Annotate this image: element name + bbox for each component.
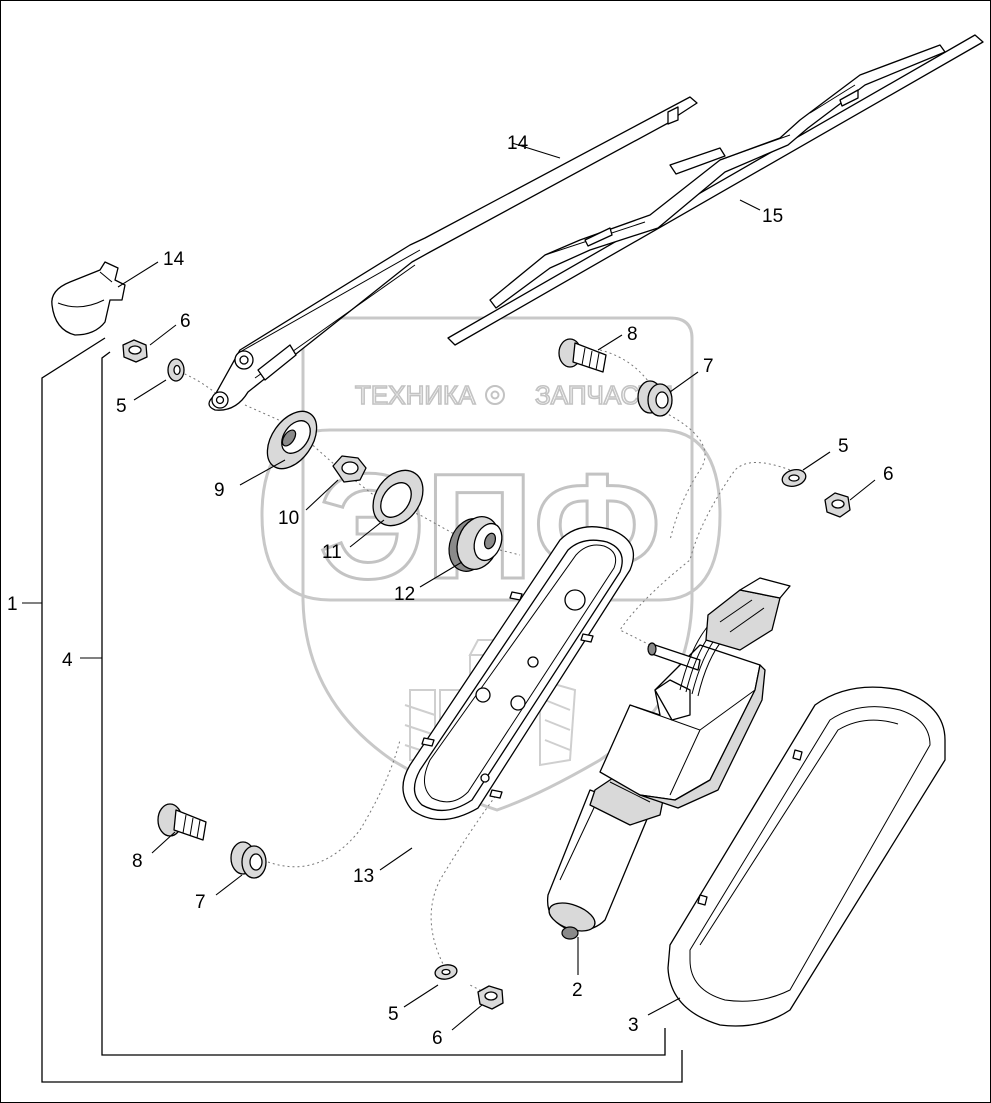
watermark-text-left: ТЕХНИКА <box>355 380 476 410</box>
gear-icon <box>485 385 505 405</box>
bushing-12 <box>448 516 503 572</box>
wiper-motor <box>546 577 791 940</box>
callout-13: 13 <box>353 866 374 887</box>
washer-11 <box>372 469 424 527</box>
washer-top-left <box>167 358 185 382</box>
callout-2: 2 <box>572 980 583 1001</box>
callout-9: 9 <box>214 480 225 501</box>
callout-5-bottom: 5 <box>388 1004 399 1025</box>
callout-6-right: 6 <box>883 464 894 485</box>
callout-7-top: 7 <box>703 356 714 377</box>
wiper-arm-cap <box>51 261 126 336</box>
screw-top <box>558 338 607 373</box>
callout-14-arm: 14 <box>507 133 529 154</box>
spacer-top <box>637 380 673 417</box>
callout-14-cap: 14 <box>163 249 185 270</box>
callout-7-bottom: 7 <box>195 892 206 913</box>
callout-6-bottom: 6 <box>432 1028 443 1049</box>
callout-8-bottom: 8 <box>132 851 143 872</box>
callout-10: 10 <box>278 508 299 529</box>
assembly-bracket-1 <box>41 337 683 1083</box>
callout-12: 12 <box>394 584 415 605</box>
washer-right <box>781 469 807 487</box>
wiper-blade <box>447 34 984 346</box>
callout-4: 4 <box>62 650 73 671</box>
wiper-arm <box>208 96 698 411</box>
watermark-oval <box>260 428 722 602</box>
motor-cover <box>667 686 946 1027</box>
assembly-bracket-4 <box>101 351 666 1056</box>
callout-5-top: 5 <box>116 396 127 417</box>
callout-11: 11 <box>322 542 342 563</box>
gear-icon-hub <box>490 390 500 400</box>
nut-right <box>824 492 851 518</box>
callout-6-top: 6 <box>180 311 191 332</box>
callout-1: 1 <box>7 594 18 615</box>
nut-10 <box>332 455 367 483</box>
washer-bottom <box>434 964 458 980</box>
screw-bottom <box>157 803 207 841</box>
watermark-shield <box>301 316 694 812</box>
callouts: 14 15 14 6 5 8 7 9 10 11 12 5 6 1 4 8 7 … <box>7 133 894 1049</box>
leader-lines <box>22 142 876 1031</box>
callout-3: 3 <box>628 1015 639 1036</box>
callout-5-right: 5 <box>838 436 849 457</box>
spacer-bottom <box>230 841 267 879</box>
nut-bottom <box>477 985 504 1010</box>
callout-8-top: 8 <box>627 324 638 345</box>
callout-15: 15 <box>762 206 783 227</box>
gasket-13 <box>402 526 635 821</box>
nut-top-left <box>122 339 148 363</box>
